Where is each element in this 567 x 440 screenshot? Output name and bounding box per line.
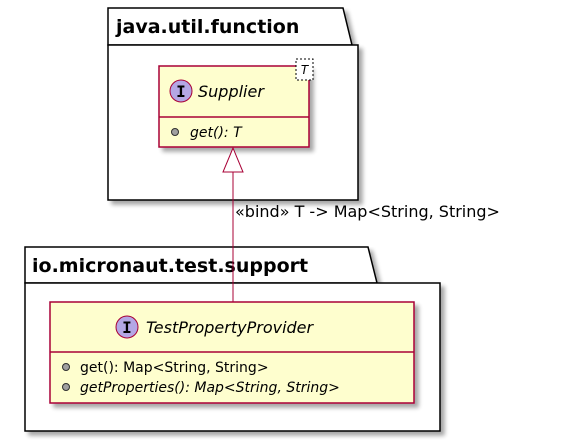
package-name: java.util.function bbox=[115, 16, 299, 38]
generic-param-box bbox=[295, 58, 314, 81]
inheritance-arrowhead bbox=[222, 146, 244, 173]
method-get: get(): Map<String, String> bbox=[80, 360, 269, 376]
bind-relation[interactable]: «bind» T -> Map<String, String> bbox=[222, 146, 500, 302]
public-method-icon bbox=[62, 363, 70, 371]
package-name: io.micronaut.test.support bbox=[32, 255, 308, 277]
interface-supplier[interactable]: I Supplier T get(): T bbox=[158, 58, 314, 148]
interface-letter: I bbox=[176, 82, 186, 101]
class-name: Supplier bbox=[198, 82, 265, 101]
public-method-icon bbox=[171, 128, 179, 136]
method-get-properties: getProperties(): Map<String, String> bbox=[80, 380, 340, 396]
interface-stereotype-icon bbox=[169, 79, 193, 103]
interface-stereotype-icon bbox=[115, 315, 139, 339]
class-name: TestPropertyProvider bbox=[146, 318, 315, 337]
generic-param: T bbox=[301, 63, 310, 77]
public-method-icon bbox=[62, 383, 70, 391]
relation-label: «bind» T -> Map<String, String> bbox=[235, 202, 500, 221]
class-box bbox=[158, 65, 310, 148]
method-get: get(): T bbox=[190, 125, 243, 141]
interface-test-property-provider[interactable]: I TestPropertyProvider get(): Map<String… bbox=[49, 301, 415, 404]
interface-letter: I bbox=[122, 318, 132, 337]
